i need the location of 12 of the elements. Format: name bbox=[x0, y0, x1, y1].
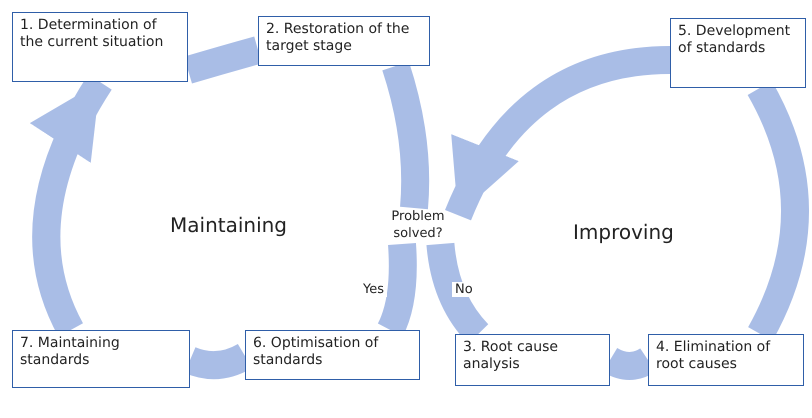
cycle-arrow bbox=[445, 46, 671, 221]
edge-label: Yes bbox=[360, 282, 387, 297]
step-box: 1. Determination of the current situation bbox=[12, 12, 188, 82]
cycle-title: Maintaining bbox=[170, 213, 288, 237]
cycle-title: Improving bbox=[573, 220, 674, 244]
step-box: 6. Optimisation of standards bbox=[245, 330, 420, 380]
decision-text: Problem solved? bbox=[378, 208, 458, 244]
step-box: 3. Root cause analysis bbox=[455, 334, 610, 386]
step-box: 5. Development of standards bbox=[670, 18, 806, 88]
step-box: 7. Maintaining standards bbox=[12, 330, 190, 388]
step-box: 4. Elimination of root causes bbox=[648, 334, 804, 386]
step-box: 2. Restoration of the target stage bbox=[258, 16, 430, 66]
